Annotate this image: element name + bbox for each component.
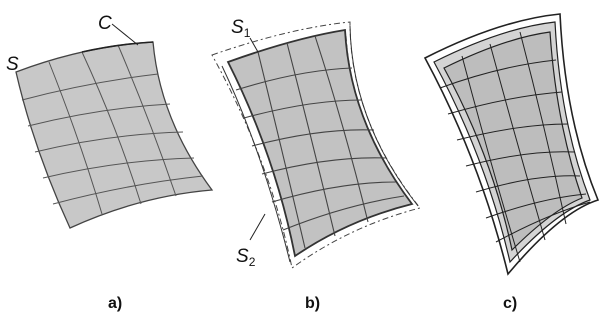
shell-inner — [443, 31, 583, 252]
panel-a: C S a) — [6, 13, 214, 312]
leader-c — [111, 23, 139, 46]
label-s: S — [6, 54, 19, 75]
panel-b: S1 S2 b) — [211, 17, 421, 312]
caption-a: a) — [108, 295, 122, 312]
label-c: C — [98, 13, 112, 34]
surface-s-patch — [15, 41, 214, 229]
surface-b-patch — [226, 28, 414, 258]
label-s1: S1 — [231, 17, 251, 40]
panel-c: c) — [423, 13, 600, 312]
label-s2: S2 — [236, 246, 256, 269]
surface-s-grid — [21, 44, 204, 215]
curve-c — [81, 41, 154, 53]
surface-b-grid — [235, 35, 405, 249]
caption-b: b) — [305, 295, 320, 312]
caption-c: c) — [503, 295, 517, 312]
shell-grid — [439, 31, 591, 263]
leader-s2 — [249, 213, 266, 241]
leader-s1 — [249, 37, 259, 53]
offset-surface-s1 — [211, 21, 421, 269]
